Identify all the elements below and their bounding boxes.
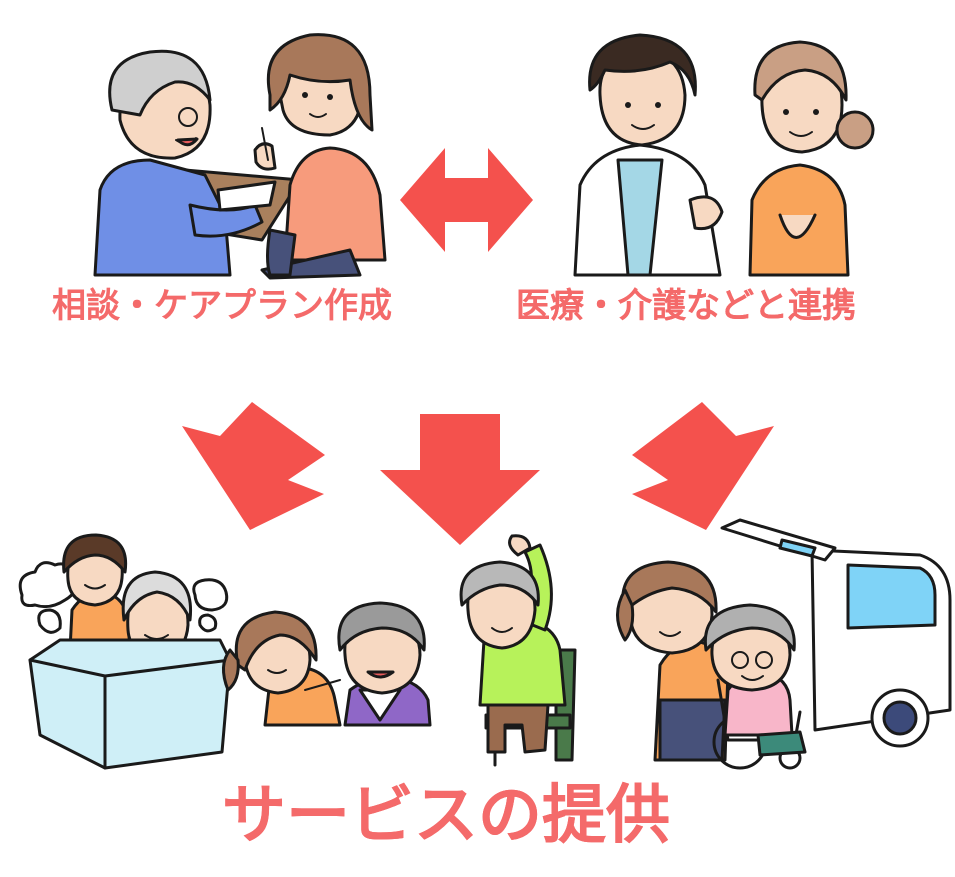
service-label-text: サービスの提供 <box>222 779 670 853</box>
arrow-down-center-icon <box>380 414 540 545</box>
consultation-label: 相談・ケアプラン作成 相談・ケアプラン作成 <box>48 278 397 331</box>
exercise-icon <box>459 534 577 767</box>
bathing-assistance-icon <box>18 533 232 770</box>
meal-assistance-icon <box>222 601 432 727</box>
consultation-scene-icon <box>93 33 387 280</box>
bidirectional-arrow-icon <box>400 148 533 252</box>
doctor-caregiver-icon <box>573 33 875 277</box>
arrow-down-right-icon <box>632 402 774 530</box>
cooperation-label-outline: 医療・介護などと連携 <box>512 282 861 331</box>
cooperation-label: 医療・介護などと連携 医療・介護などと連携 <box>512 278 861 331</box>
consultation-label-outline: 相談・ケアプラン作成 <box>48 282 397 331</box>
service-label: サービスの提供 サービスの提供 <box>215 764 677 860</box>
arrow-down-left-icon <box>182 402 325 530</box>
service-label-outline: サービスの提供 <box>215 772 677 860</box>
cooperation-label-text: 医療・介護などと連携 <box>516 286 856 326</box>
wheelchair-transport-icon <box>616 518 952 770</box>
consultation-label-text: 相談・ケアプラン作成 <box>52 286 392 326</box>
